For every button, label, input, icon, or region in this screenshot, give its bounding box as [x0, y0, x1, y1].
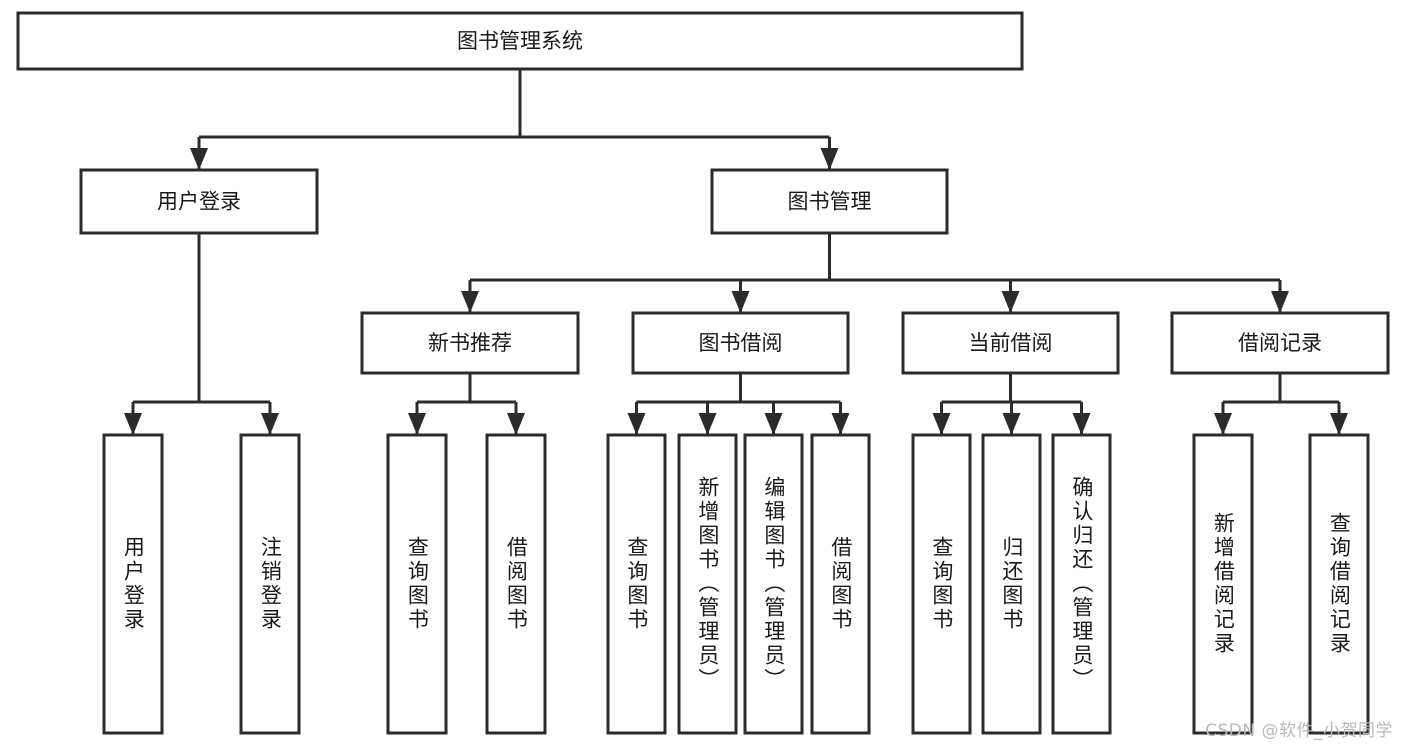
connector-group	[627, 373, 850, 435]
connector-layer	[124, 69, 1348, 435]
node-user-login[interactable]	[79, 168, 319, 235]
arrow-head	[408, 413, 426, 435]
arrow-head	[190, 148, 208, 170]
node-leaf-return-book[interactable]	[981, 433, 1042, 735]
connector-group	[190, 69, 839, 170]
arrow-head	[507, 413, 525, 435]
node-label: 用户登录	[157, 190, 241, 214]
arrow-head	[731, 291, 750, 313]
node-book-borrow[interactable]	[631, 311, 850, 375]
arrow-head	[764, 413, 783, 435]
node-leaf-user-login[interactable]	[102, 433, 164, 735]
node-leaf-query-book-recommend[interactable]	[386, 433, 448, 735]
connector-group	[1214, 373, 1348, 435]
node-borrow-record[interactable]	[1170, 311, 1390, 375]
node-new-book-recommend[interactable]	[360, 311, 580, 375]
arrow-head	[1330, 413, 1348, 435]
node-leaf-query-borrow-record[interactable]	[1308, 433, 1370, 735]
node-label: 借阅记录	[1238, 331, 1322, 355]
arrow-head	[461, 291, 479, 313]
node-label: 图书管理	[788, 190, 872, 214]
node-label: 图书借阅	[699, 331, 783, 355]
arrow-head	[627, 413, 646, 435]
node-label: 新书推荐	[428, 331, 512, 355]
arrow-head	[1001, 291, 1020, 313]
connector-group	[408, 373, 525, 435]
arrow-head	[261, 413, 279, 435]
node-current-borrow[interactable]	[901, 311, 1120, 375]
node-leaf-borrow-book[interactable]	[810, 433, 871, 735]
node-book-management[interactable]	[710, 168, 949, 235]
arrow-head	[1002, 413, 1021, 435]
connector-group	[461, 233, 1289, 313]
node-leaf-logout[interactable]	[239, 433, 301, 735]
arrow-head	[1271, 291, 1289, 313]
node-leaf-query-book-borrow[interactable]	[606, 433, 667, 735]
connector-group	[124, 233, 279, 435]
node-leaf-add-book-admin[interactable]	[677, 433, 738, 735]
arrow-head	[820, 148, 839, 170]
arrow-head	[831, 413, 850, 435]
node-leaf-confirm-return-admin[interactable]	[1051, 433, 1112, 735]
node-label: 当前借阅	[969, 331, 1053, 355]
arrow-head	[932, 413, 951, 435]
node-leaf-add-borrow-record[interactable]	[1192, 433, 1254, 735]
arrow-head	[1072, 413, 1091, 435]
node-leaf-edit-book-admin[interactable]	[743, 433, 804, 735]
arrow-head	[698, 413, 717, 435]
connector-group	[932, 373, 1091, 435]
node-leaf-query-book-current[interactable]	[911, 433, 972, 735]
node-leaf-borrow-book-recommend[interactable]	[485, 433, 547, 735]
node-box-layer	[16, 11, 1390, 735]
arrow-head	[124, 413, 142, 435]
node-root[interactable]	[16, 11, 1024, 71]
arrow-head	[1214, 413, 1232, 435]
node-label: 图书管理系统	[457, 29, 583, 53]
